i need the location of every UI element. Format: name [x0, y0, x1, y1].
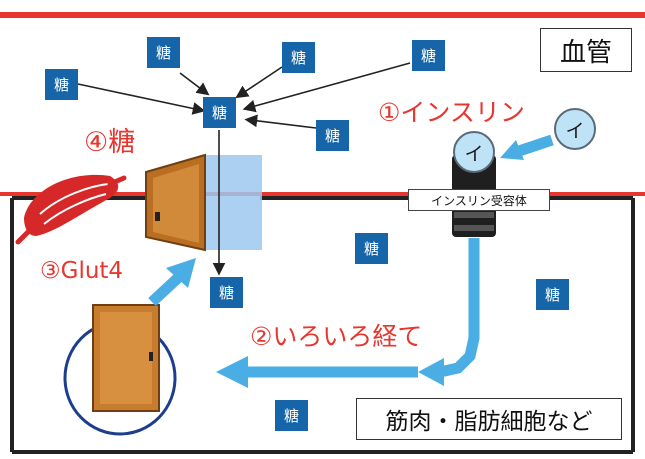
sugar-box: [210, 277, 243, 308]
pathway-arrows: [148, 134, 554, 388]
muscle-icon: [15, 174, 127, 245]
sugar-box: [275, 400, 308, 431]
cell-label: 筋肉・脂肪細胞など: [356, 398, 622, 440]
gathering-arrows: [77, 62, 411, 129]
svg-text:糖: 糖: [284, 407, 299, 425]
svg-text:糖: 糖: [156, 44, 171, 62]
sugar-box: [282, 42, 315, 73]
insulin-molecules: イ イ: [453, 108, 596, 173]
step4-sugar-label: ④糖: [84, 127, 136, 158]
sugar-box: [45, 69, 78, 100]
svg-text:糖: 糖: [219, 284, 234, 302]
sugar-box: [412, 40, 445, 71]
insulin-circle: [554, 108, 596, 150]
svg-text:糖: 糖: [212, 104, 227, 122]
sugar-box: [203, 97, 236, 128]
svg-text:糖: 糖: [545, 286, 560, 304]
step1-insulin-label: ①インスリン: [378, 98, 525, 127]
closed-door: [63, 304, 177, 436]
step2-pathway-label: ②いろいろ経て: [250, 322, 423, 351]
svg-text:糖: 糖: [325, 127, 340, 145]
svg-text:糖: 糖: [54, 76, 69, 94]
step3-glut4-label: ③Glut4: [40, 258, 124, 284]
sugar-box: [147, 37, 180, 68]
sugar-box: [536, 279, 569, 310]
svg-text:糖: 糖: [291, 49, 306, 67]
svg-text:糖: 糖: [364, 240, 379, 258]
sugar-group-cell: 糖 糖 糖 糖: [210, 233, 569, 431]
vessel-top-line: [0, 12, 645, 18]
svg-text:糖: 糖: [421, 47, 436, 65]
sugar-group-blood: 糖 糖 糖 糖 糖 糖: [45, 37, 445, 151]
vessel-label: 血管: [540, 28, 632, 72]
sugar-box: [316, 120, 349, 151]
svg-text:イ: イ: [565, 120, 584, 142]
sugar-box: [355, 233, 388, 264]
svg-text:イ: イ: [464, 143, 483, 165]
insulin-receptor-label: インスリン受容体: [408, 189, 550, 211]
insulin-circle: [453, 131, 495, 173]
open-door: [145, 153, 262, 252]
